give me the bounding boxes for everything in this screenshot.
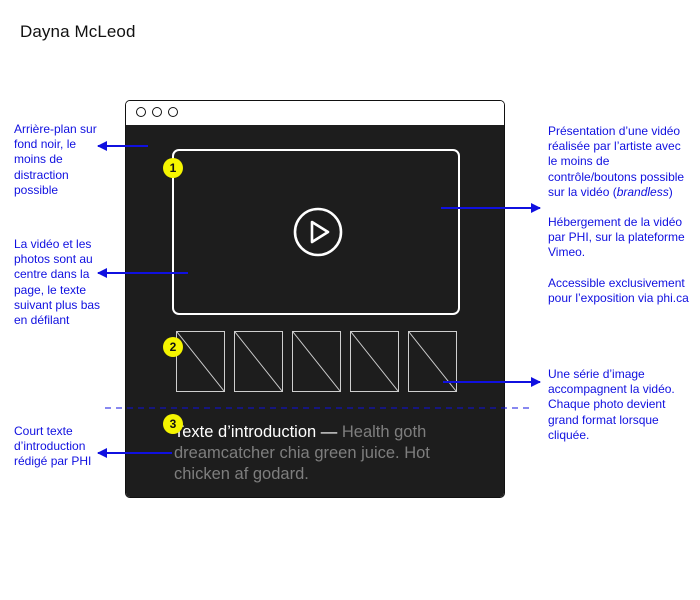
annotation-background: Arrière-plan sur fond noir, le moins de … xyxy=(14,122,104,198)
window-control-dot xyxy=(168,107,178,117)
annotation-gallery: Une série d’image accompagnent la vidéo.… xyxy=(548,367,693,443)
video-player[interactable] xyxy=(172,149,460,315)
gallery-thumbnail[interactable] xyxy=(292,331,341,392)
annotation-gallery-text: Une série d’image accompagnent la vidéo.… xyxy=(548,367,675,442)
annotation-video: Présentation d’une vidéo réalisée par l’… xyxy=(548,124,693,306)
annotation-layout-text: La vidéo et les photos sont au centre da… xyxy=(14,237,101,328)
gallery-thumbnail[interactable] xyxy=(408,331,457,392)
annotation-video-brandless: brandless xyxy=(616,184,669,199)
intro-text-body: Health goth dreamcatcher chia green juic… xyxy=(174,423,430,483)
annotation-intro-text-text: Court texte d’introduction rédigé par PH… xyxy=(14,424,92,469)
page-title: Dayna McLeod xyxy=(20,22,136,41)
annotation-video-presentation: Présentation d’une vidéo réalisée par l’… xyxy=(548,124,693,200)
gallery-thumbnail[interactable] xyxy=(234,331,283,392)
annotation-video-access: Accessible exclusivement pour l’expositi… xyxy=(548,275,689,305)
annotation-video-hosting: Hébergement de la vidéo par PHI, sur la … xyxy=(548,215,685,260)
step-badge-1: 1 xyxy=(163,158,183,178)
gallery-thumbnail[interactable] xyxy=(176,331,225,392)
step-badge-3: 3 xyxy=(163,414,183,434)
window-control-dot xyxy=(152,107,162,117)
window-control-dot xyxy=(136,107,146,117)
step-badge-2: 2 xyxy=(163,337,183,357)
browser-title-bar xyxy=(126,101,504,125)
page-body: Texte d’introduction — Health goth dream… xyxy=(126,125,504,497)
annotation-background-text: Arrière-plan sur fond noir, le moins de … xyxy=(14,122,97,197)
annotation-video-suffix: ) xyxy=(668,184,673,199)
annotation-video-prefix: Présentation d’une vidéo réalisée par l’… xyxy=(548,124,685,199)
gallery-thumbnail[interactable] xyxy=(350,331,399,392)
play-icon[interactable] xyxy=(293,207,343,257)
intro-text-lead: Texte d’introduction — xyxy=(174,423,338,441)
annotation-layout: La vidéo et les photos sont au centre da… xyxy=(14,237,104,328)
intro-text: Texte d’introduction — Health goth dream… xyxy=(174,422,474,485)
browser-window-mockup: Texte d’introduction — Health goth dream… xyxy=(125,100,505,498)
annotation-intro-text: Court texte d’introduction rédigé par PH… xyxy=(14,424,104,470)
